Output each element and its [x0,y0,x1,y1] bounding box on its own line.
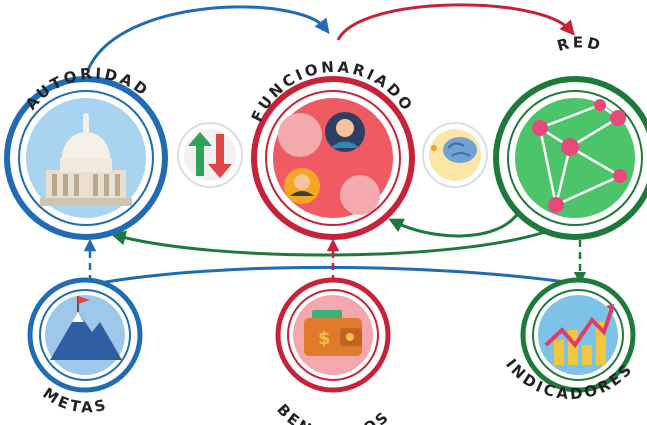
brain-icon [422,122,488,188]
node-autoridad [4,76,168,240]
exchange-arrows-icon [177,122,243,188]
label-beneficios: BENEFICIOS [273,400,394,425]
arrow-red-to-funcionariado [388,209,522,238]
arrow-metas-to-indicadores [99,265,581,286]
node-red [493,76,647,240]
chart-growth-icon [544,304,614,365]
node-indicadores [520,277,636,393]
node-beneficios: $ [275,277,391,393]
mountain-flag-icon [50,296,122,360]
wallet-icon: $ [304,310,362,356]
capitol-building-icon [40,113,132,206]
arrow-funcionariado-to-red [336,3,575,41]
label-red: RED [555,33,605,55]
node-funcionariado [251,76,415,240]
arrow-autoridad-to-funcionariado [86,5,330,71]
gears-people-icon [278,112,380,215]
node-metas [27,277,143,393]
svg-text:$: $ [318,328,331,349]
